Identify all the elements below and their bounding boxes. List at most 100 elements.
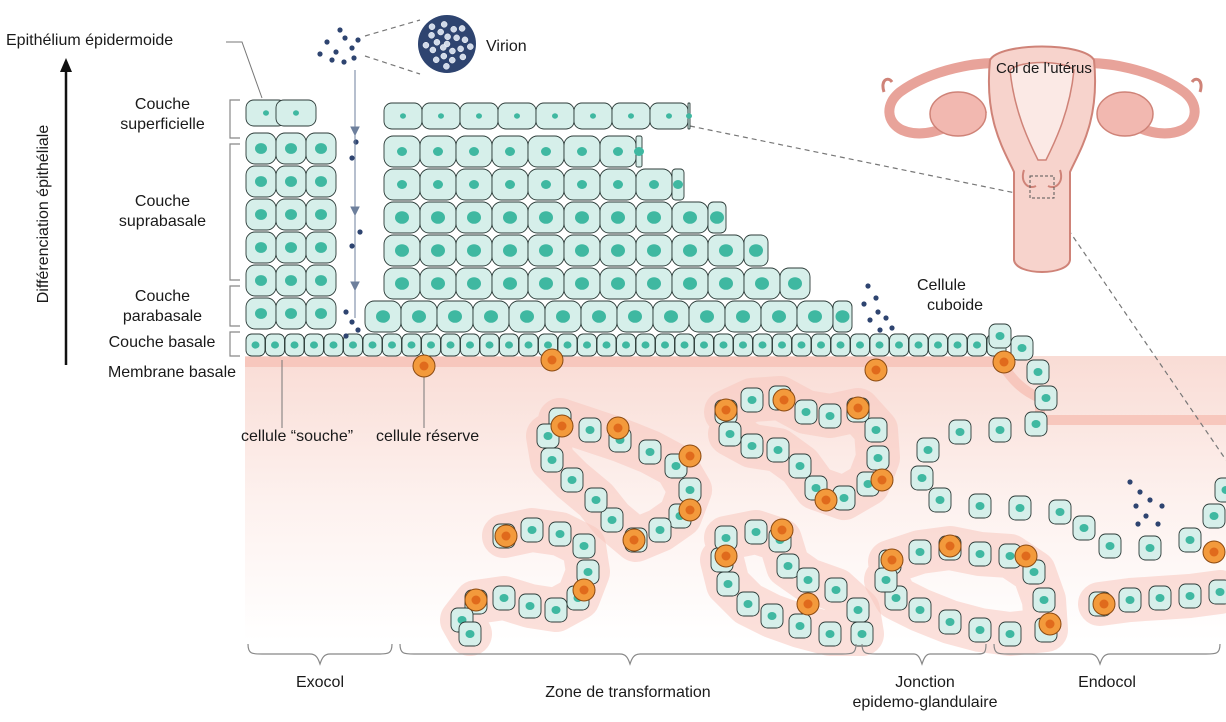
reserve-cell-nucleus [1000,358,1009,367]
reserve-cell-nucleus [854,404,863,413]
cell-nucleus [872,426,881,434]
cell-nucleus [613,147,623,156]
virion-particle [355,37,360,42]
cell-nucleus [433,180,443,189]
cell-nucleus [840,494,849,502]
cell-nucleus [710,211,724,224]
cell-nucleus [748,442,757,450]
cell-nucleus [520,310,534,323]
region-brackets [0,640,1226,670]
cell-nucleus [568,476,577,484]
cell-nucleus [916,548,925,556]
cell-nucleus [448,310,462,323]
cell-nucleus [748,396,757,404]
reserve-cell-nucleus [778,526,787,535]
cell-nucleus [649,180,659,189]
cell-nucleus [1126,596,1135,604]
cell-nucleus [832,586,841,594]
cell-nucleus [726,430,735,438]
cell-nucleus [577,180,587,189]
capsomer [449,48,455,54]
cell-nucleus [447,341,455,348]
virion-particle [867,317,872,322]
cell-nucleus [330,341,338,348]
cell-nucleus [291,341,299,348]
virion-particle [343,333,348,338]
reserve-cell-nucleus [872,366,881,375]
cell-nucleus [592,310,606,323]
virion-particle [1133,503,1138,508]
cell-nucleus [505,341,513,348]
cell-nucleus [736,310,750,323]
cell-nucleus [796,462,805,470]
capsomer [440,44,446,50]
cell-nucleus [285,242,297,253]
cell-nucleus [255,209,267,220]
cell-nucleus [817,341,825,348]
reserve-cell-nucleus [686,506,695,515]
cell-nucleus [788,277,802,290]
suprabasal-layer-label: Couche suprabasale [100,192,225,232]
virion-particle [333,49,338,54]
cell-nucleus [798,341,806,348]
cell-nucleus [1032,420,1041,428]
cell-nucleus [946,618,955,626]
reserve-cell-nucleus [1210,548,1219,557]
virion-particle [877,327,882,332]
cell-nucleus [700,310,714,323]
cell-nucleus [469,147,479,156]
cell-nucleus [683,277,697,290]
cell-nucleus [759,341,767,348]
virion-particle [1143,513,1148,518]
capsomer [459,25,465,31]
cell-nucleus [467,244,481,257]
cell-nucleus [1006,552,1015,560]
cell-nucleus [646,448,655,456]
reserve-cell-nucleus [630,536,639,545]
cervix-label: Col de l’utérus [996,59,1092,79]
capsomer [441,53,447,59]
cell-nucleus [575,277,589,290]
cell-nucleus [882,576,891,584]
cell-nucleus [400,113,406,118]
reserve-cell-nucleus [558,422,567,431]
cell-nucleus [634,147,644,156]
virion-particle [875,309,880,314]
cell-nucleus [778,341,786,348]
cell-nucleus [611,211,625,224]
capsomer [433,57,439,63]
cell-nucleus [438,113,444,118]
virion-particle [349,155,354,160]
cell-nucleus [469,180,479,189]
cell-nucleus [768,612,777,620]
cell-nucleus [544,341,552,348]
cell-nucleus [661,341,669,348]
cell-nucleus [500,594,509,602]
cell-nucleus [503,244,517,257]
virion-capsid [418,15,476,73]
transformation-zone-label: Zone de transformation [400,683,856,703]
virion-label: Virion [486,37,527,57]
cell-nucleus [681,341,689,348]
cell-nucleus [1186,592,1195,600]
reserve-cell-nucleus [878,476,887,485]
cell-nucleus [915,341,923,348]
reserve-cell-nucleus [614,424,623,433]
reserve-cell-nucleus [780,396,789,405]
cell-nucleus [255,143,267,154]
parabasal-layer-label: Couche parabasale [100,287,225,327]
cell-nucleus [255,242,267,253]
reserve-cell-label: cellule réserve [376,427,479,447]
virion-particle [343,309,348,314]
cell-nucleus [467,277,481,290]
cell-nucleus [683,211,697,224]
cell-nucleus [586,426,595,434]
virion-particle [342,35,347,40]
capsomer [438,29,444,35]
cell-nucleus [395,277,409,290]
cell-nucleus [310,341,318,348]
virion-particle [349,319,354,324]
cell-nucleus [505,180,515,189]
cell-nucleus [285,209,297,220]
cell-nucleus [719,277,733,290]
